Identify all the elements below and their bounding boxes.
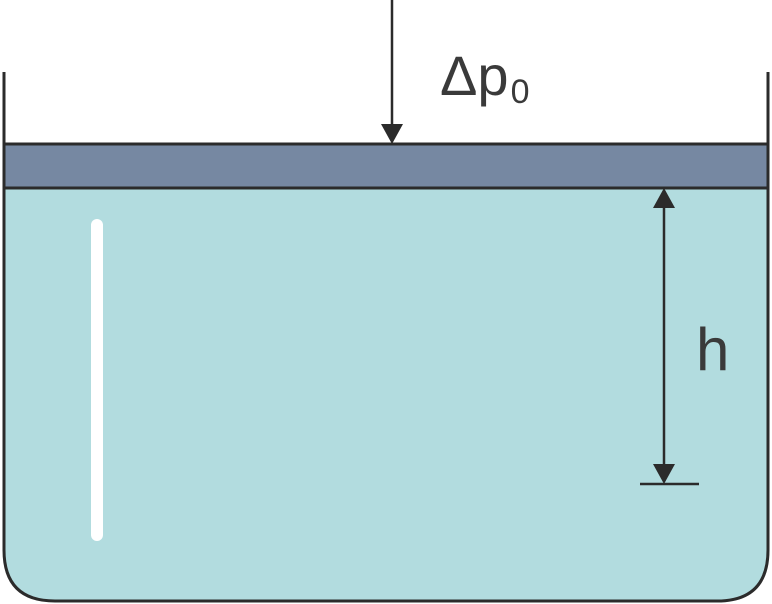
pressure-arrow — [381, 0, 403, 144]
piston — [2, 142, 770, 190]
liquid — [4, 187, 768, 601]
pressure-symbol: Δp — [440, 44, 509, 107]
depth-label: h — [696, 316, 729, 383]
depth-dimension-arrow — [640, 188, 699, 486]
pressure-subscript: 0 — [511, 73, 530, 111]
pressure-label: Δp0 — [440, 44, 529, 111]
container-outline — [2, 72, 770, 603]
